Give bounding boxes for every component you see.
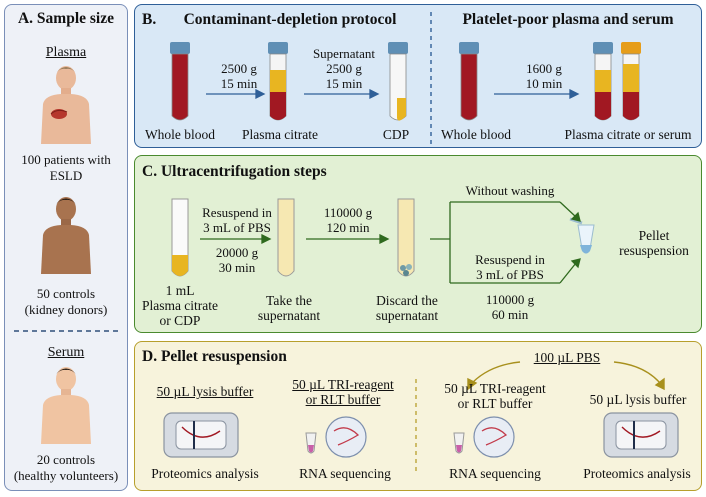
pellet-tube-icon (397, 198, 415, 277)
plasma-group2-line2: (kidney donors) (24, 302, 108, 317)
label-discard-2: supernatant (375, 308, 439, 323)
rna-sequencing-icon (305, 416, 367, 458)
pbs-volume: 100 µL PBS (533, 350, 601, 365)
spin1-time: 30 min (218, 260, 256, 275)
panel-b-label: B. (142, 11, 157, 28)
output-rna-right: RNA sequencing (449, 466, 541, 481)
start-sample-tube-icon (171, 198, 189, 277)
label-pellet-2: resuspension (619, 243, 689, 258)
spin3-speed: 110000 g (485, 292, 535, 307)
spin1-speed: 20000 g (215, 245, 259, 260)
serum-tube-icon (621, 42, 641, 121)
tri-left-line2: or RLT buffer (305, 392, 381, 407)
patient-figure-icon (41, 66, 91, 144)
label-whole-blood-2: Whole blood (440, 127, 512, 142)
plasma-citrate-tube-2-icon (593, 42, 613, 121)
resuspend-branch-line2: 3 mL of PBS (476, 267, 544, 282)
spin2-speed: 110000 g (323, 205, 373, 220)
rna-sequencing-2-icon (453, 416, 515, 458)
output-rna-left: RNA sequencing (299, 466, 391, 481)
panel-b-title-contaminant: Contaminant-depletion protocol (183, 11, 397, 28)
tri-right-line2: or RLT buffer (457, 396, 533, 411)
panel-d-title: D. Pellet resuspension (142, 348, 287, 365)
eppendorf-tube-icon (569, 217, 595, 254)
step1-time: 15 min (220, 76, 258, 91)
lysis-left: 50 µL lysis buffer (156, 384, 254, 399)
supernatant-tube-icon (277, 198, 295, 277)
whole-blood-tube-icon (170, 42, 190, 121)
plasma-heading: Plasma (45, 45, 87, 60)
whole-blood-tube-2-icon (459, 42, 479, 121)
healthy-volunteer-figure-icon (41, 367, 91, 444)
label-plasma-citrate: Plasma citrate (241, 127, 319, 142)
mass-spec-device-icon (163, 412, 239, 458)
panel-b-title-platelet: Platelet-poor plasma and serum (462, 11, 674, 28)
label-plasma-or-serum: Plasma citrate or serum (564, 127, 692, 142)
resuspend-pbs-line2: 3 mL of PBS (203, 220, 271, 235)
plasma-group2-line1: 50 controls (36, 286, 96, 301)
spin3-time: 60 min (491, 307, 529, 322)
serum-group-line1: 20 controls (36, 452, 96, 467)
step2-time: 15 min (325, 76, 363, 91)
step1-speed: 2500 g (221, 61, 257, 76)
kidney-donor-figure-icon (41, 197, 91, 274)
step2-speed: 2500 g (326, 61, 362, 76)
tri-right-line1: 50 µL TRI-reagent (444, 381, 546, 396)
serum-heading: Serum (47, 345, 85, 360)
panel-a-title: A. Sample size (17, 10, 114, 27)
output-proteomics-right: Proteomics analysis (583, 466, 691, 481)
tri-left-line1: 50 µL TRI-reagent (292, 377, 394, 392)
label-take-1: Take the (266, 293, 312, 308)
panel-b-tubes (170, 42, 641, 121)
output-proteomics-left: Proteomics analysis (151, 466, 259, 481)
step2-supernatant: Supernatant (312, 46, 376, 61)
label-pellet-1: Pellet (638, 228, 670, 243)
label-start-3: or CDP (159, 313, 201, 328)
resuspend-branch-line1: Resuspend in (475, 252, 545, 267)
resuspend-pbs-line1: Resuspend in (202, 205, 272, 220)
panel-b-dashed-divider (430, 12, 432, 144)
label-take-2: supernatant (257, 308, 321, 323)
label-discard-1: Discard the (376, 293, 438, 308)
label-start-1: 1 mL (165, 283, 195, 298)
step3-speed: 1600 g (526, 61, 562, 76)
panel-d-art (163, 361, 679, 471)
label-start-2: Plasma citrate (141, 298, 219, 313)
plasma-group1-line1: 100 patients with (21, 152, 111, 167)
spin2-time: 120 min (326, 220, 370, 235)
panel-a-dashed-divider (14, 330, 118, 332)
mass-spec-device-2-icon (603, 412, 679, 458)
panel-c-ultracentrifugation (134, 155, 702, 333)
plasma-group1-line2: ESLD (49, 168, 83, 183)
label-whole-blood-1: Whole blood (144, 127, 216, 142)
panel-c-title: C. Ultracentrifugation steps (142, 163, 327, 180)
plasma-citrate-tube-icon (268, 42, 288, 121)
step3-time: 10 min (525, 76, 563, 91)
cdp-tube-icon (388, 42, 408, 121)
lysis-right: 50 µL lysis buffer (589, 392, 687, 407)
serum-group-line2: (healthy volunteers) (13, 468, 119, 483)
label-cdp: CDP (382, 127, 410, 142)
panel-c-tubes-and-arrows (171, 198, 595, 284)
without-washing: Without washing (465, 183, 555, 198)
